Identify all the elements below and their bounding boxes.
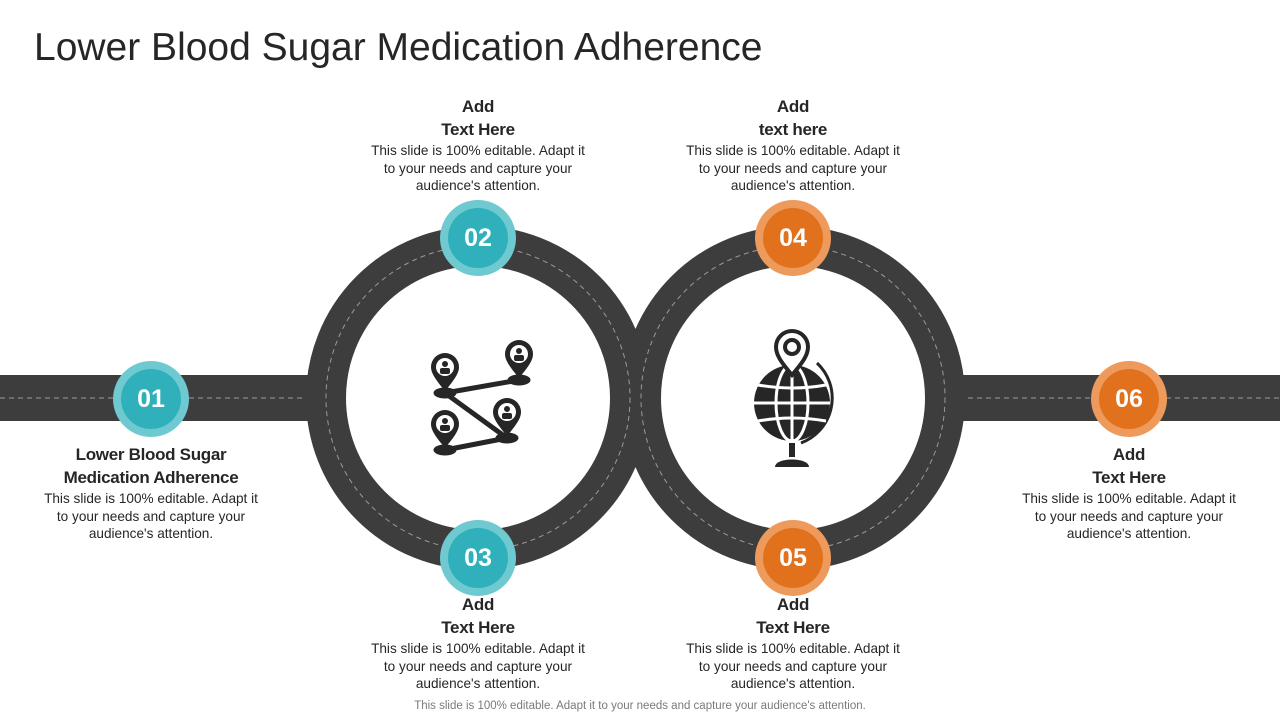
step-body: This slide is 100% editable. Adapt it to… [686,641,900,691]
footer-note: This slide is 100% editable. Adapt it to… [414,700,866,712]
step-05-text: Add Text Here This slide is 100% editabl… [673,593,913,693]
step-01-text: Lower Blood Sugar Medication Adherence T… [31,443,271,543]
step-heading: Add text here [673,95,913,141]
step-02-text: Add Text Here This slide is 100% editabl… [358,95,598,195]
step-heading: Lower Blood Sugar Medication Adherence [31,443,271,489]
step-body: This slide is 100% editable. Adapt it to… [1022,491,1236,541]
map-location-pins-icon [431,340,533,456]
step-06-badge: 06 [1099,369,1159,429]
step-body: This slide is 100% editable. Adapt it to… [371,143,585,193]
globe-location-pin-icon [754,329,834,467]
step-03-badge: 03 [448,528,508,588]
step-heading: Add Text Here [673,593,913,639]
step-heading-line2: Text Here [441,618,515,637]
step-heading-line1: Add [1112,445,1146,464]
step-heading: Add Text Here [358,593,598,639]
slide-title: Lower Blood Sugar Medication Adherence [34,26,763,69]
step-heading-line2: Medication Adherence [63,468,239,487]
step-heading: Add Text Here [358,95,598,141]
step-heading-line2: text here [758,120,828,139]
step-heading-line1: Add [776,595,810,614]
step-01-badge: 01 [121,369,181,429]
step-heading-line2: Text Here [1092,468,1166,487]
step-body: This slide is 100% editable. Adapt it to… [686,143,900,193]
step-heading-line1: Lower Blood Sugar [75,445,227,464]
step-heading-line1: Add [461,595,495,614]
step-body: This slide is 100% editable. Adapt it to… [371,641,585,691]
step-04-text: Add text here This slide is 100% editabl… [673,95,913,195]
step-heading-line1: Add [776,97,810,116]
step-body: This slide is 100% editable. Adapt it to… [44,491,258,541]
step-04-badge: 04 [763,208,823,268]
step-02-badge: 02 [448,208,508,268]
step-heading-line2: Text Here [756,618,830,637]
step-05-badge: 05 [763,528,823,588]
step-03-text: Add Text Here This slide is 100% editabl… [358,593,598,693]
step-06-text: Add Text Here This slide is 100% editabl… [1009,443,1249,543]
step-heading: Add Text Here [1009,443,1249,489]
step-heading-line1: Add [461,97,495,116]
step-heading-line2: Text Here [441,120,515,139]
